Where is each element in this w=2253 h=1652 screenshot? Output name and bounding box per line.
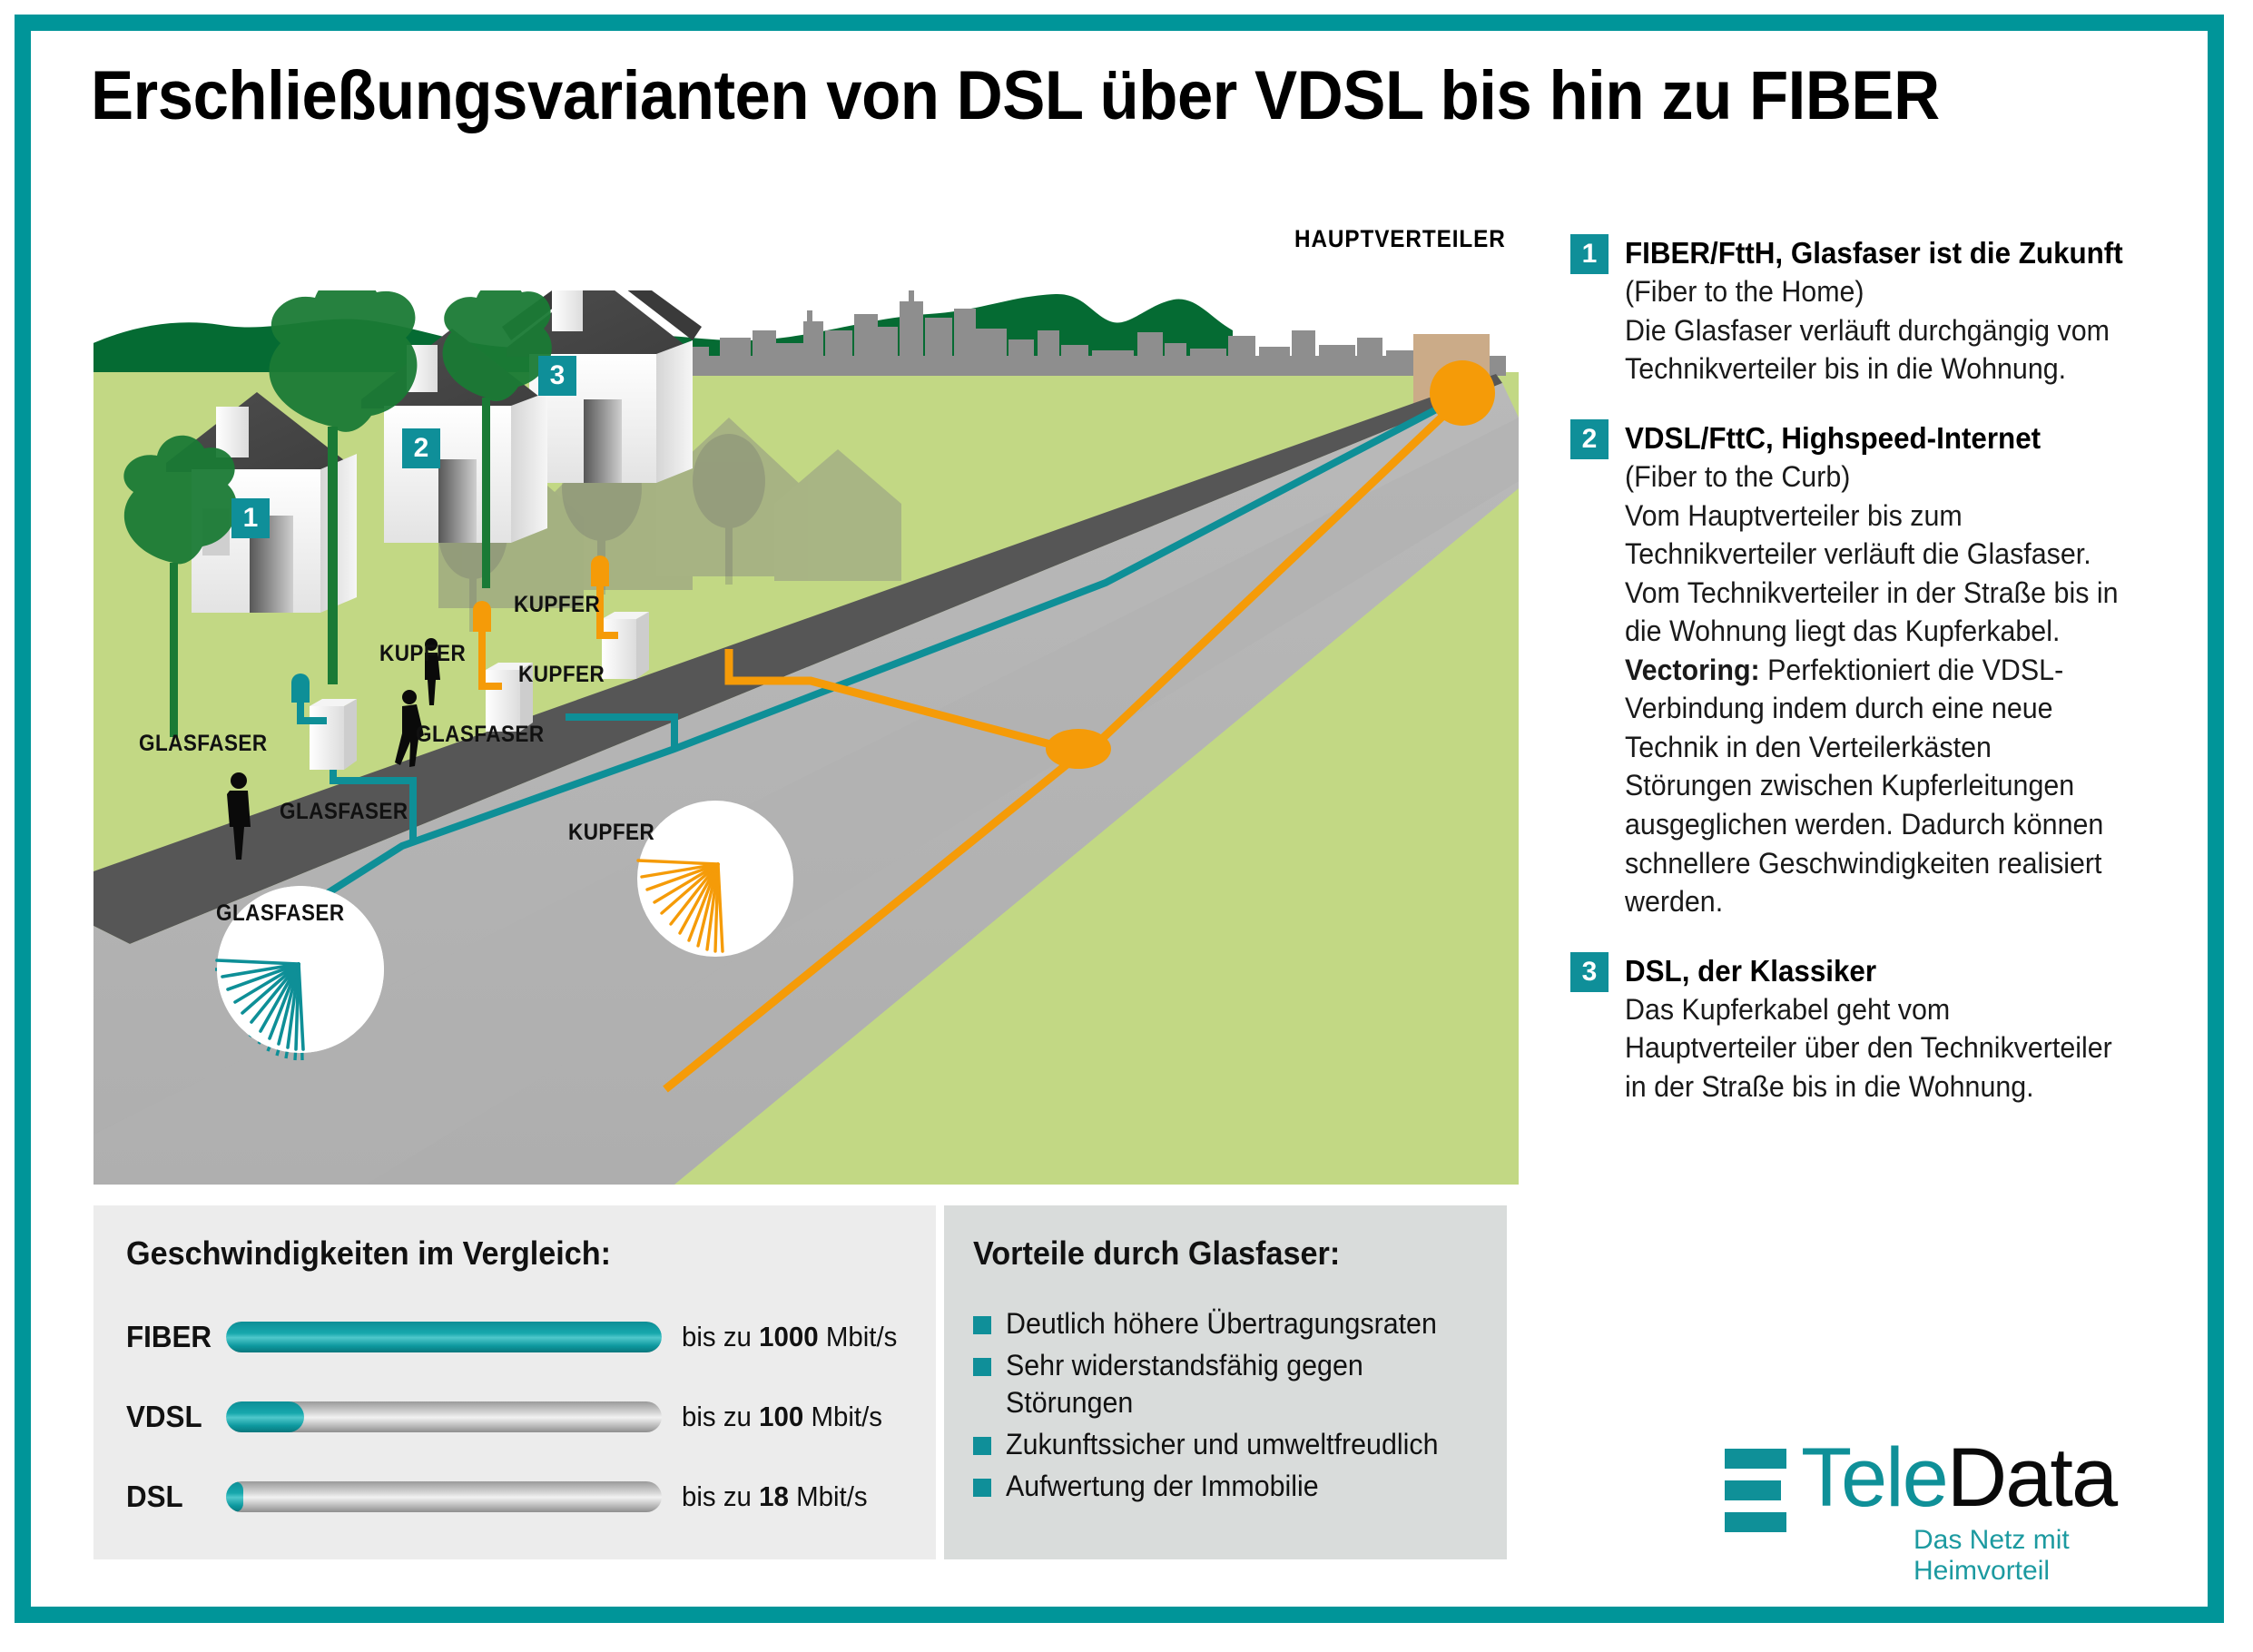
speed-bar-track-dsl (226, 1481, 662, 1512)
item-badge-2: 2 (1570, 418, 1609, 459)
cable-label-kupfer-2: KUPFER (514, 592, 601, 617)
item-title-3: DSL, der Klassiker (1625, 953, 1877, 988)
copper-trunk-line (663, 394, 1466, 1093)
grass-right-wedge (674, 488, 1519, 1185)
advantages-panel-heading: Vorteile durch Glasfaser: (973, 1234, 1341, 1272)
foreground-trees (123, 290, 552, 737)
speed-bar-row-dsl: DSL bis zu 18 Mbit/s (126, 1472, 909, 1521)
cable-label-kupfer-4: KUPFER (568, 820, 655, 845)
item-badge-3: 3 (1570, 951, 1609, 992)
hauptverteiler-node (1430, 360, 1495, 426)
speed-bar-value-dsl: bis zu 18 Mbit/s (682, 1480, 868, 1513)
teledata-logo: TeleData Das Netz mit Heimvorteil (1725, 1436, 2179, 1586)
house-badge-3: 3 (538, 356, 576, 396)
kerb-box-3 (602, 612, 649, 679)
bullet-square-icon (973, 1358, 991, 1377)
house-badge-1: 1 (231, 498, 270, 538)
advantage-text-4: Aufwertung der Immobilie (1006, 1470, 1319, 1503)
speed-panel-heading: Geschwindigkeiten im Vergleich: (126, 1234, 612, 1272)
value-prefix-vdsl: bis zu (682, 1401, 752, 1432)
advantage-item: Deutlich höhere Übertragungsraten (973, 1305, 1481, 1342)
cable-label-glasfaser-2: GLASFASER (280, 799, 408, 824)
value-number-vdsl: 100 (759, 1401, 804, 1432)
logo-wordmark: TeleData (1801, 1436, 2118, 1519)
value-prefix-fiber: bis zu (682, 1321, 752, 1352)
item-subtitle-2: (Fiber to the Curb) (1625, 460, 1851, 494)
item-text-3: Das Kupferkabel geht vom Hauptverteiler … (1625, 992, 2112, 1103)
advantage-item: Aufwertung der Immobilie (973, 1468, 1481, 1504)
hauptverteiler-label: HAUPTVERTEILER (1294, 225, 1506, 252)
item-title-1: FIBER/FttH, Glasfaser ist die Zukunft (1625, 236, 2123, 270)
item-text-1: Die Glasfaser verläuft durchgängig vom T… (1625, 313, 2110, 386)
logo-word-data: Data (1946, 1431, 2118, 1524)
explanation-item-1: 1 FIBER/FttH, Glasfaser ist die Zukunft … (1570, 234, 2151, 388)
technikverteiler-node (1046, 729, 1111, 769)
logo-tagline: Das Netz mit Heimvorteil (1914, 1525, 2070, 1586)
speed-bar-fill-fiber (226, 1322, 662, 1352)
speed-bar-value-fiber: bis zu 1000 Mbit/s (682, 1321, 897, 1353)
speed-comparison-panel: Geschwindigkeiten im Vergleich: FIBER bi… (93, 1205, 936, 1559)
value-unit-vdsl: Mbit/s (811, 1401, 883, 1432)
speed-bar-row-vdsl: VDSL bis zu 100 Mbit/s (126, 1392, 909, 1441)
page-title: Erschließungsvarianten von DSL über VDSL… (91, 57, 1940, 134)
speed-bar-fill-vdsl (226, 1401, 305, 1432)
value-unit-fiber: Mbit/s (825, 1321, 898, 1352)
item-text-2: Vom Hauptverteiler bis zum Technikvertei… (1625, 498, 2119, 648)
house-badge-2: 2 (402, 428, 440, 468)
speed-bar-row-fiber: FIBER bis zu 1000 Mbit/s (126, 1313, 909, 1362)
speed-bar-track-vdsl (226, 1401, 662, 1432)
advantage-item: Sehr widerstandsfähig gegen Störungen (973, 1347, 1481, 1421)
kerb-box-1 (310, 699, 357, 770)
cable-label-glasfaser-3: GLASFASER (416, 722, 545, 747)
copper-burst-circle (636, 801, 793, 957)
logo-bar-2 (1725, 1480, 1781, 1500)
item-text-2-vectoring: Vectoring: Perfektioniert die VDSL-Verbi… (1625, 651, 2125, 921)
speed-bar-label-dsl: DSL (126, 1480, 183, 1513)
explanation-item-3: 3 DSL, der Klassiker Das Kupferkabel geh… (1570, 951, 2151, 1106)
logo-bars-icon (1725, 1449, 1786, 1544)
logo-bar-1 (1725, 1449, 1786, 1469)
illustration-svg (93, 290, 1519, 1185)
speed-bar-label-vdsl: VDSL (126, 1400, 202, 1433)
value-number-dsl: 18 (759, 1480, 789, 1512)
logo-bar-3 (1725, 1512, 1786, 1532)
advantage-item: Zukunftssicher und umweltfreudlich (973, 1426, 1481, 1462)
house-drops (297, 585, 618, 724)
wall-connectors (291, 556, 609, 703)
value-number-fiber: 1000 (759, 1321, 819, 1352)
speed-bar-label-fiber: FIBER (126, 1320, 212, 1353)
speed-bar-value-vdsl: bis zu 100 Mbit/s (682, 1401, 882, 1433)
logo-word-tele: Tele (1801, 1431, 1949, 1524)
cable-label-glasfaser-4: GLASFASER (216, 900, 345, 926)
pedestrians (227, 638, 440, 860)
item-badge-1: 1 (1570, 234, 1609, 274)
explanations-column: 1 FIBER/FttH, Glasfaser ist die Zukunft … (1570, 234, 2151, 1137)
cable-label-kupfer-3: KUPFER (518, 662, 605, 687)
advantage-text-2: Sehr widerstandsfähig gegen Störungen (1006, 1349, 1363, 1419)
network-illustration: 1 2 3 GLASFASER GLASFASER GLASFASER GLAS… (93, 290, 1519, 1185)
value-unit-dsl: Mbit/s (796, 1480, 868, 1512)
advantages-panel: Vorteile durch Glasfaser: Deutlich höher… (944, 1205, 1507, 1559)
advantage-text-1: Deutlich höhere Übertragungsraten (1006, 1307, 1437, 1340)
fiber-burst-circle (215, 886, 384, 1053)
fiber-branch-2 (566, 713, 678, 749)
speed-bar-fill-dsl (226, 1481, 244, 1512)
value-prefix-dsl: bis zu (682, 1480, 752, 1512)
bullet-square-icon (973, 1436, 991, 1455)
bullet-square-icon (973, 1316, 991, 1334)
vectoring-lead: Vectoring: (1625, 653, 1760, 686)
bullet-square-icon (973, 1479, 991, 1498)
item-subtitle-1: (Fiber to the Home) (1625, 275, 1864, 309)
vectoring-body: Perfektioniert die VDSL-Verbindung indem… (1625, 653, 2104, 919)
speed-bar-track-fiber (226, 1322, 662, 1352)
item-title-2: VDSL/FttC, Highspeed-Internet (1625, 420, 2041, 455)
cable-label-kupfer-1: KUPFER (379, 641, 467, 666)
explanation-item-2: 2 VDSL/FttC, Highspeed-Internet (Fiber t… (1570, 418, 2151, 921)
cable-label-glasfaser-1: GLASFASER (139, 731, 268, 756)
advantage-text-3: Zukunftssicher und umweltfreudlich (1006, 1427, 1439, 1460)
